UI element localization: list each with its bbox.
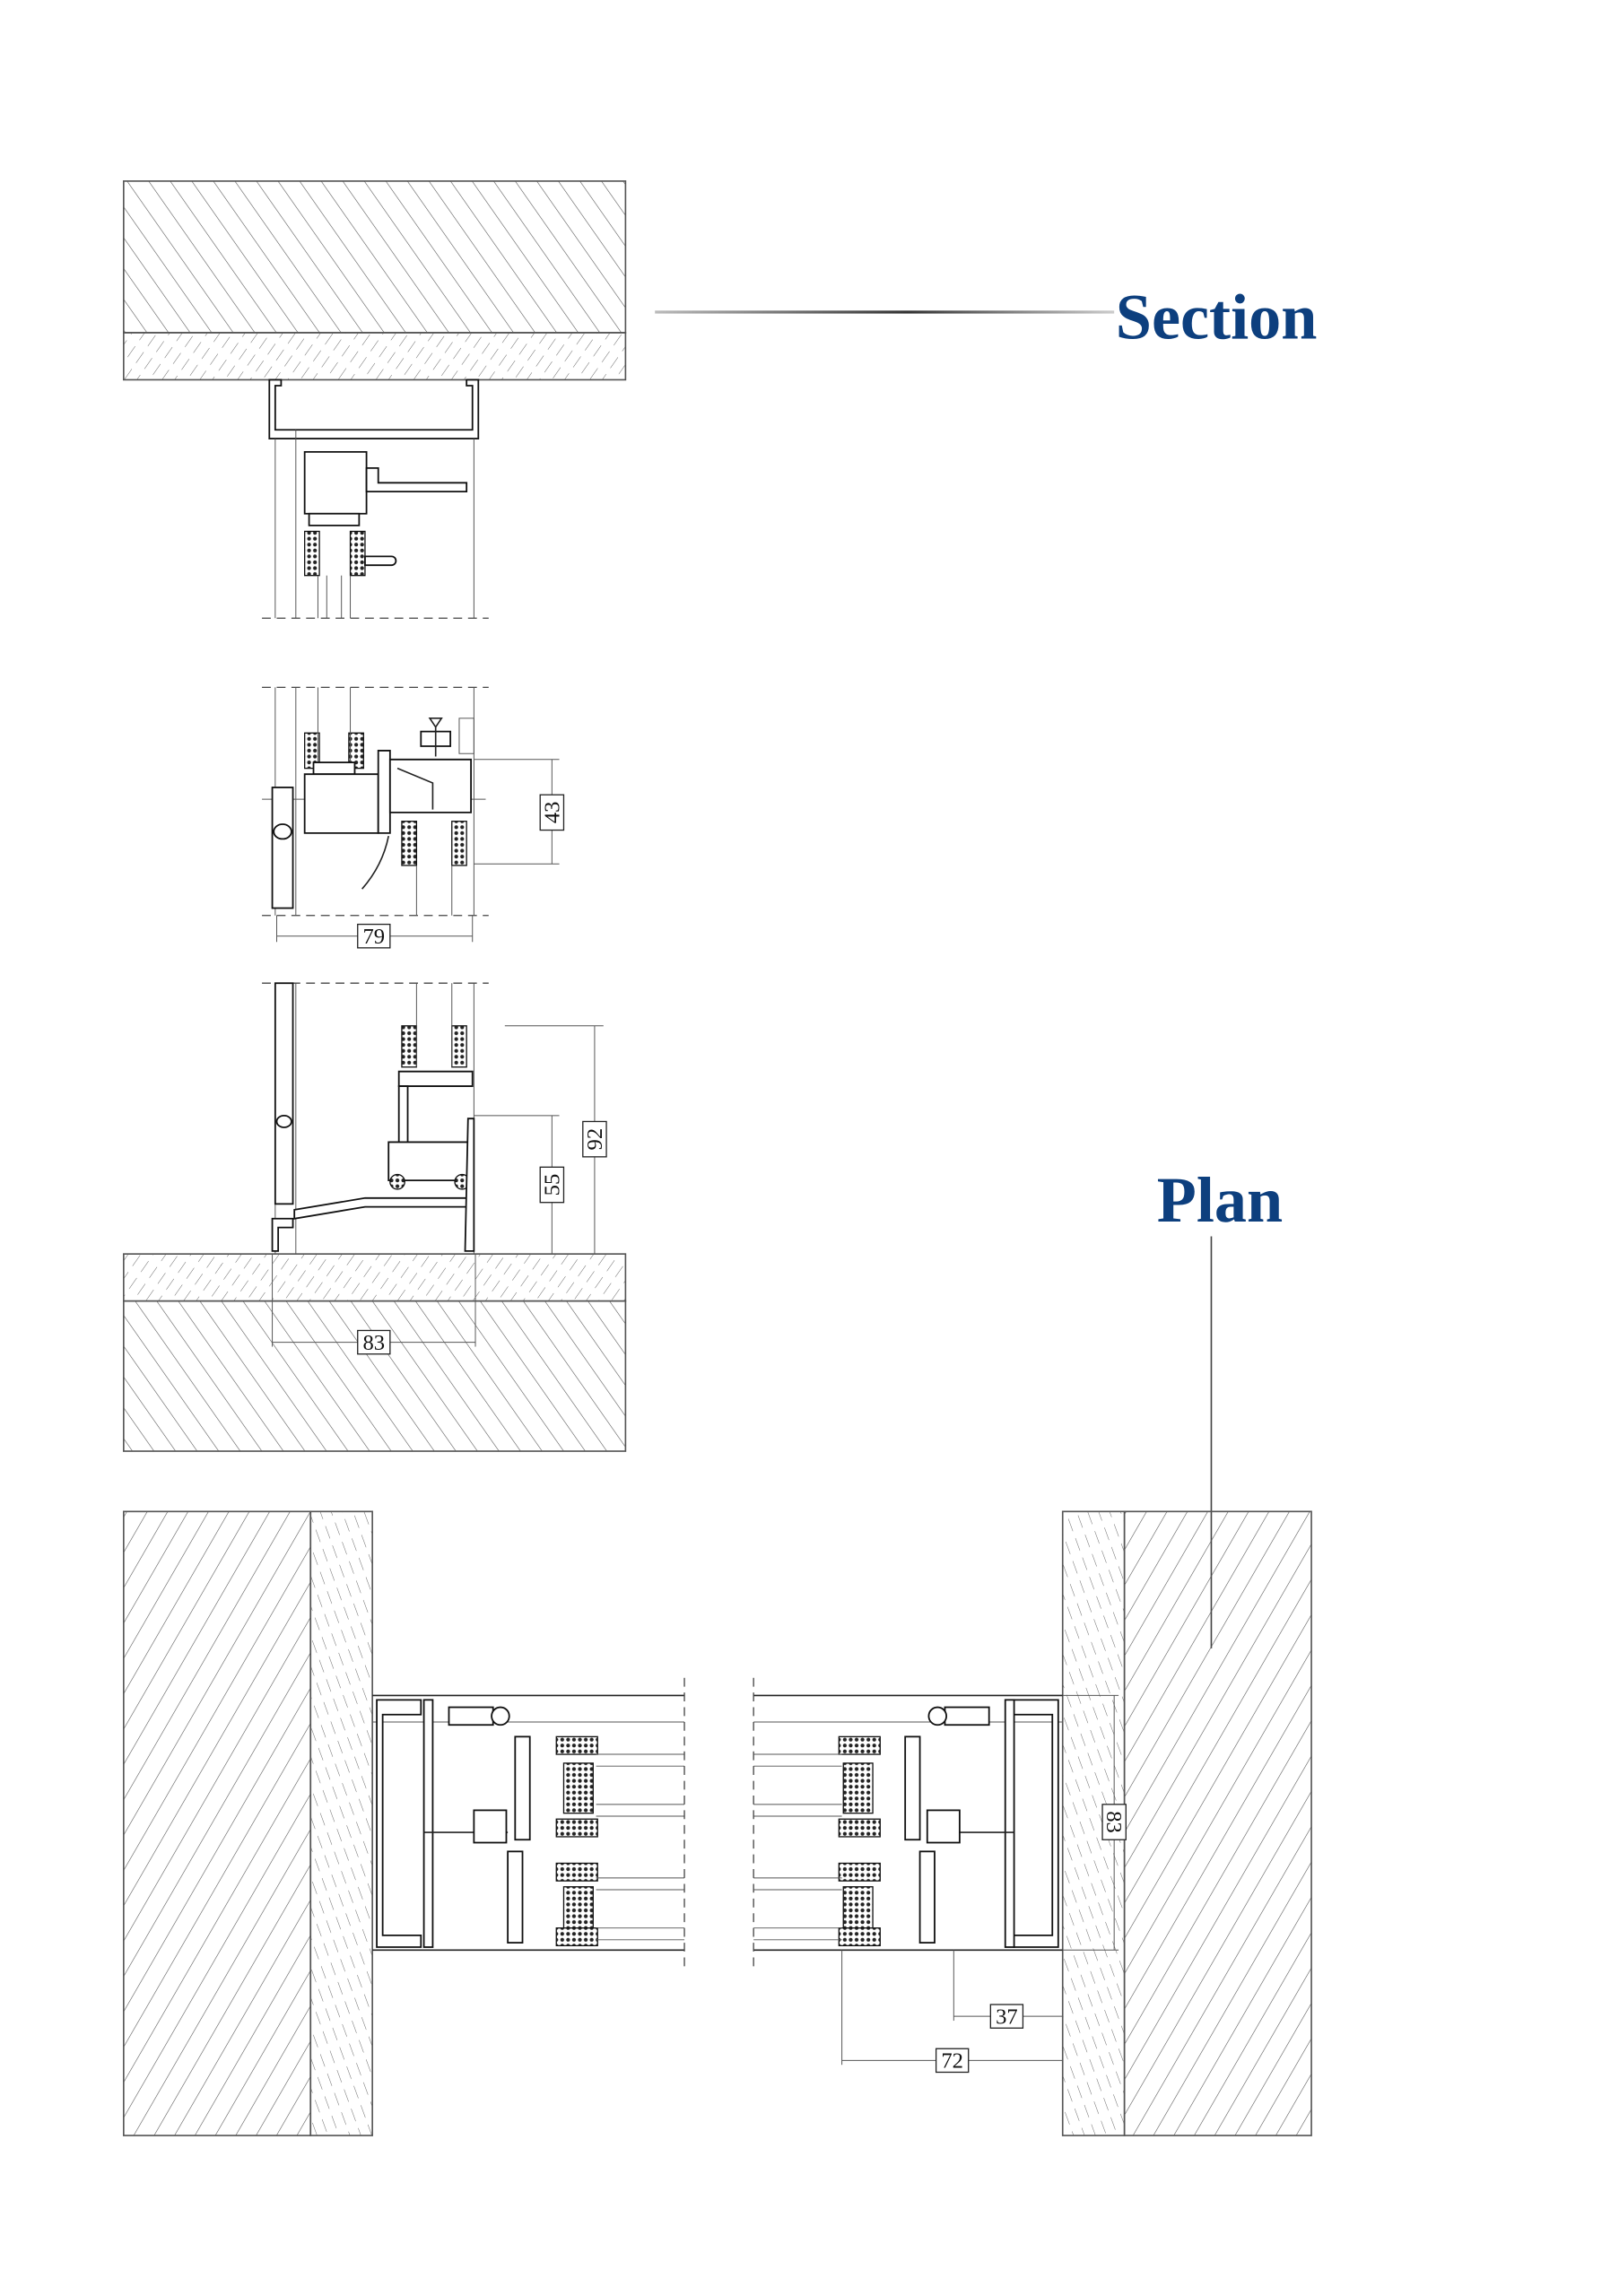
head-profile: [262, 378, 489, 619]
plan-left-frame: [372, 1677, 685, 1972]
dimension-43: 43: [474, 759, 565, 865]
dimension-79: 79: [275, 915, 474, 949]
dim-label-83-plan: 83: [1101, 1811, 1126, 1833]
plan-label-group: Plan: [1157, 1164, 1283, 1648]
section-label-group: Section: [655, 282, 1317, 353]
dimension-83-plan: 83: [1062, 1694, 1127, 1951]
dim-label-83-section: 83: [362, 1331, 385, 1355]
dim-label-72: 72: [941, 2049, 963, 2074]
plan-left-wall: [123, 1510, 373, 2136]
plan-title: Plan: [1157, 1164, 1283, 1236]
section-leader-line: [655, 310, 1115, 314]
section-title: Section: [1116, 282, 1318, 353]
dimension-55: 55: [474, 1115, 565, 1255]
dimension-83-section: 83: [272, 1254, 476, 1355]
dim-label-55: 55: [541, 1174, 565, 1196]
dim-label-92: 92: [583, 1128, 607, 1151]
meeting-rail-profile: [262, 686, 489, 917]
dim-label-43: 43: [541, 802, 565, 824]
dim-label-79: 79: [362, 925, 385, 949]
sill-profile: [262, 982, 489, 1255]
plan-right-wall: [1061, 1510, 1312, 2136]
dimension-92: 92: [504, 1025, 607, 1255]
plan-right-frame: [753, 1677, 1063, 1972]
floor-slab: [123, 1253, 627, 1452]
dimension-72: 72: [841, 1950, 1063, 2074]
ceiling-slab: [123, 180, 627, 381]
dimension-37: 37: [953, 1950, 1063, 2029]
dim-label-37: 37: [996, 2005, 1018, 2029]
